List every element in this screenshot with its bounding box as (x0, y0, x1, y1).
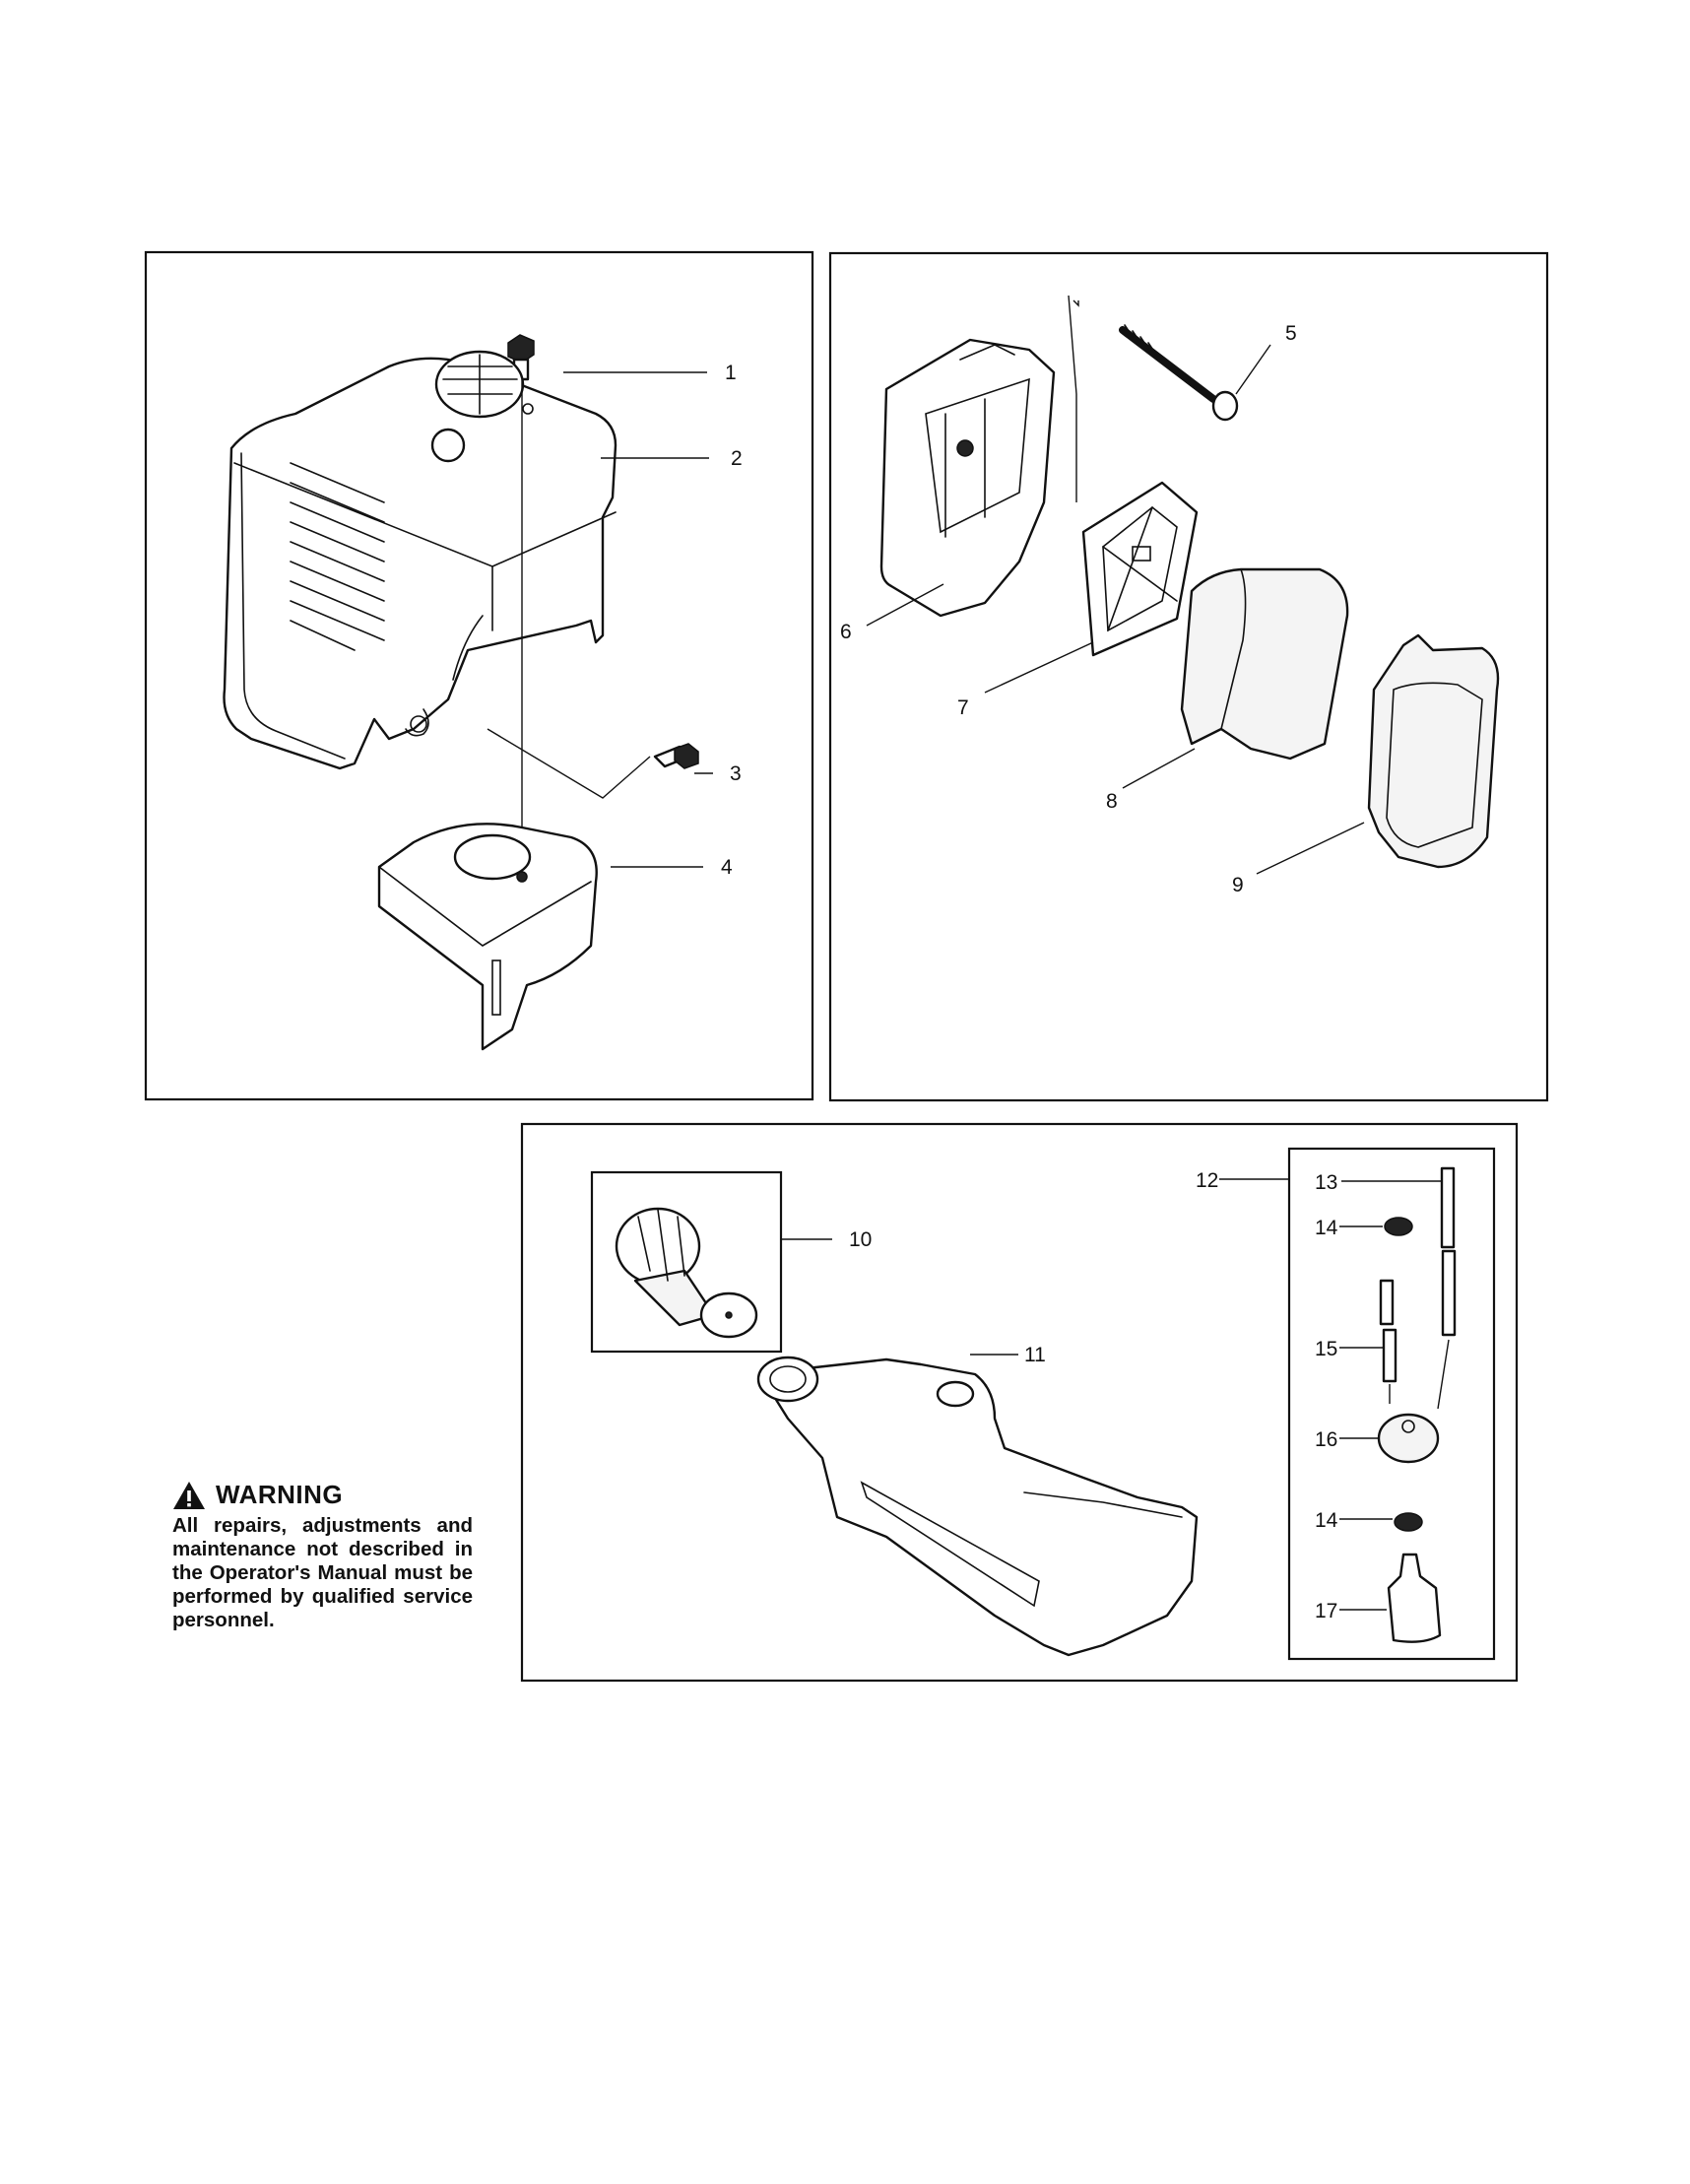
callout-15: 15 (1315, 1338, 1337, 1360)
warning-title: WARNING (216, 1480, 344, 1509)
callout-17: 17 (1315, 1600, 1337, 1622)
screw-part-3 (653, 743, 699, 769)
callout-10: 10 (849, 1228, 872, 1251)
panel-air-filter (828, 251, 1549, 1102)
warning-text: All repairs, adjustments and maintenance… (172, 1514, 473, 1631)
filter-element-part-8 (1180, 567, 1349, 761)
callout-11: 11 (1024, 1344, 1046, 1366)
callout-6: 6 (840, 621, 852, 643)
callout-12: 12 (1196, 1169, 1218, 1192)
bolt-part-5 (1119, 324, 1239, 422)
filter-housing-part-6 (879, 338, 1056, 618)
callout-16: 16 (1315, 1428, 1337, 1451)
callout-7: 7 (957, 696, 969, 719)
warning-box: WARNING All repairs, adjustments and mai… (172, 1480, 473, 1632)
callout-8: 8 (1106, 790, 1118, 813)
panel-engine-cover (144, 250, 814, 1101)
callout-2: 2 (731, 447, 743, 470)
warning-triangle-icon (173, 1481, 205, 1509)
callout-9: 9 (1232, 874, 1244, 896)
panel-fuel-tank (520, 1122, 1519, 1683)
callout-4: 4 (721, 856, 733, 879)
warning-heading: WARNING (172, 1480, 473, 1510)
fuel-line-kit-part-12 (1287, 1147, 1496, 1661)
shroud-part-2 (223, 350, 618, 770)
filter-cover-part-9 (1367, 633, 1500, 869)
fuel-cap-part-10 (590, 1170, 783, 1354)
callout-1: 1 (725, 362, 737, 384)
heat-shield-part-4 (377, 823, 598, 1051)
callout-14b: 14 (1315, 1509, 1338, 1532)
fuel-tank-part-11 (756, 1356, 1199, 1657)
callout-3: 3 (730, 762, 742, 785)
callout-5: 5 (1285, 322, 1297, 345)
callout-14a: 14 (1315, 1217, 1338, 1239)
callout-13: 13 (1315, 1171, 1337, 1194)
callouts: 1 2 3 4 5 6 7 8 9 10 11 12 13 14 15 16 1 (563, 322, 1442, 1622)
gasket-part-7 (1081, 481, 1199, 657)
